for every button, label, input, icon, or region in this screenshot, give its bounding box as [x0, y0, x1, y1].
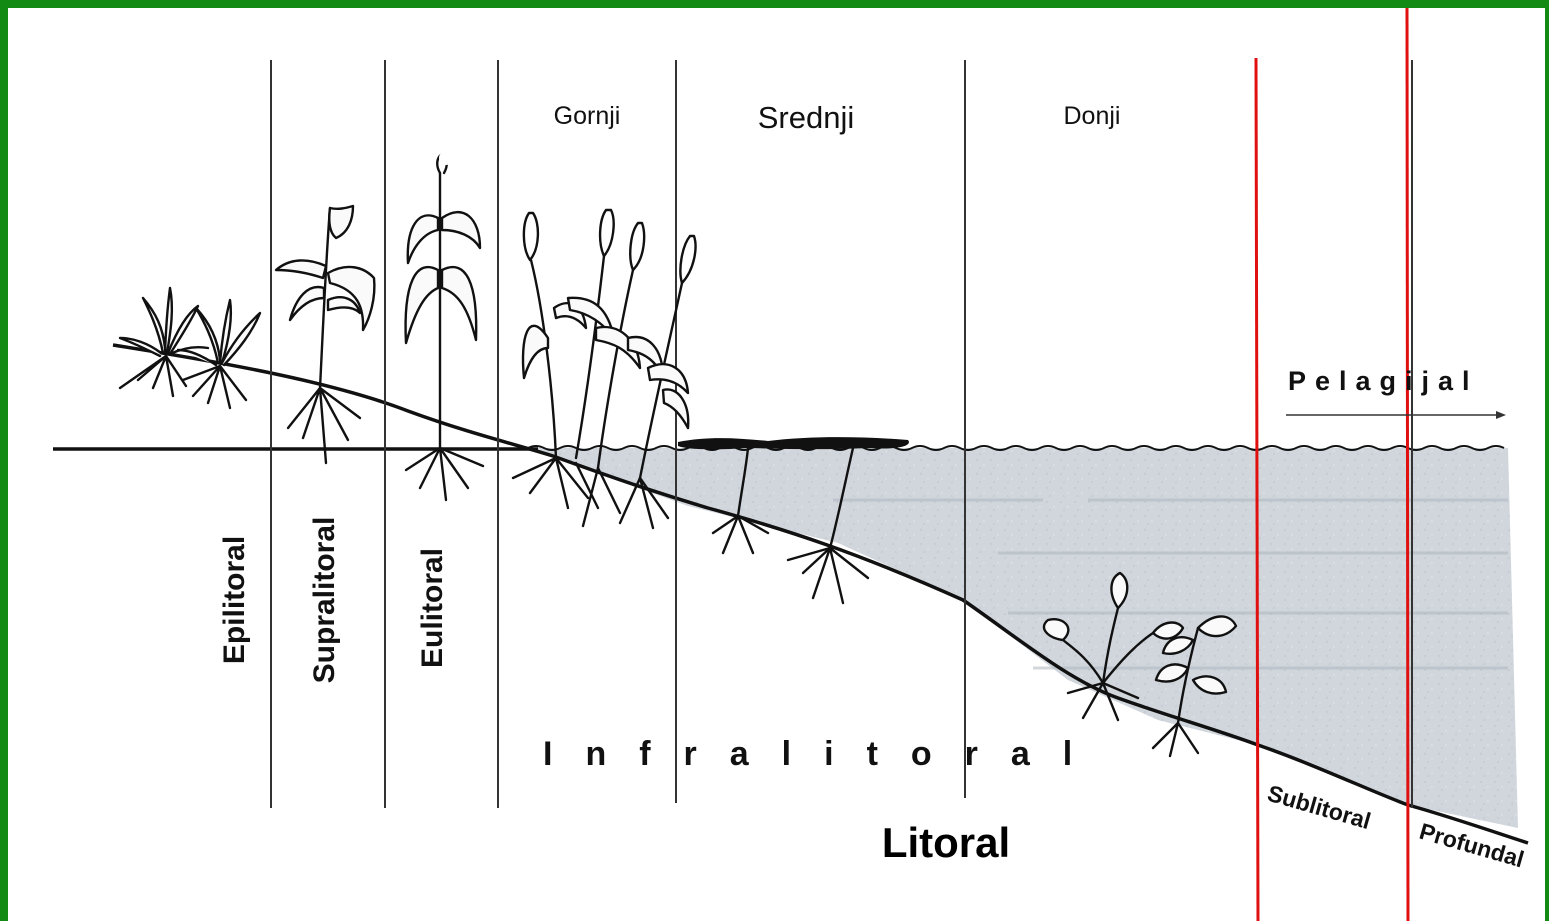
red-divider-profundal — [1407, 8, 1408, 921]
label-litoral: Litoral — [882, 819, 1010, 866]
floating-leaves — [678, 437, 909, 449]
label-srednji: Srednji — [758, 100, 855, 135]
label-supralitoral: Supralitoral — [308, 517, 341, 684]
label-epilitoral: Epilitoral — [218, 536, 251, 664]
plant-epilitoral — [120, 288, 260, 408]
label-donji: Donji — [1064, 102, 1121, 130]
label-sublitoral: Sublitoral — [1265, 780, 1374, 834]
lake-zonation-diagram: Epilitoral Supralitoral Eulitoral Gornji… — [8, 8, 1549, 921]
label-eulitoral: Eulitoral — [416, 548, 449, 668]
label-gornji: Gornji — [554, 102, 621, 130]
pelagijal-arrow-head — [1496, 411, 1506, 419]
red-divider-sublitoral — [1256, 58, 1258, 921]
label-pelagijal: Pelagijal — [1288, 366, 1479, 396]
plant-supralitoral — [276, 206, 374, 463]
label-infralitoral: Infralitoral — [543, 735, 1105, 773]
